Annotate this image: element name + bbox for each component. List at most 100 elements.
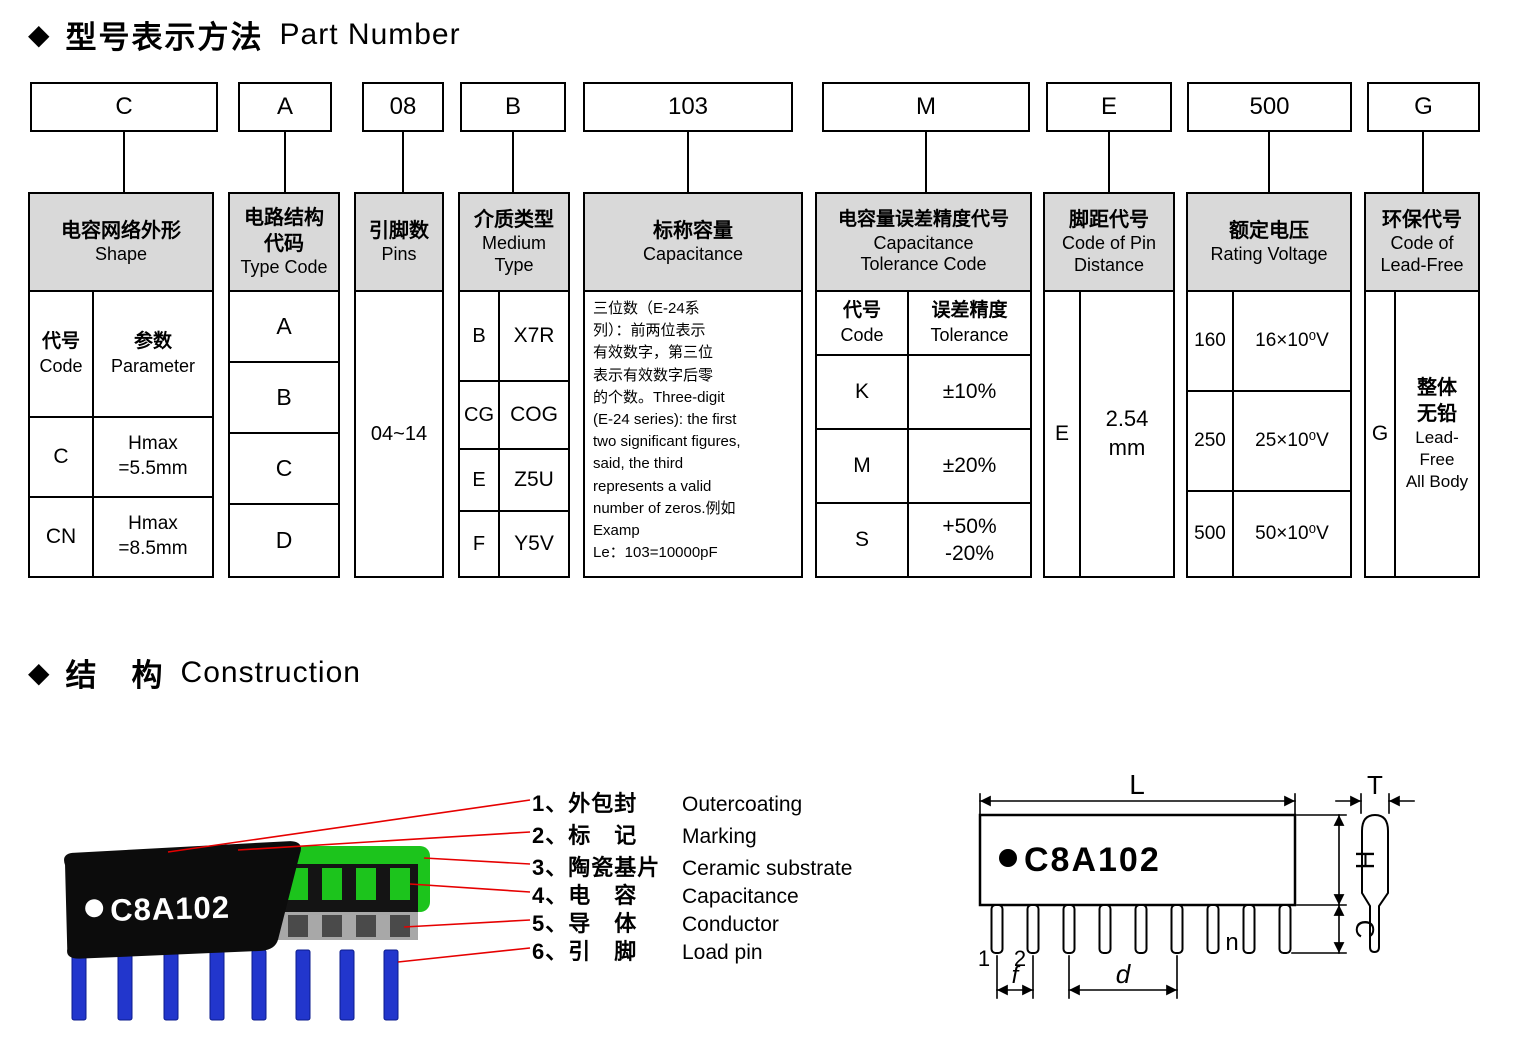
connector-line bbox=[284, 130, 286, 192]
marking-text: C8A102 bbox=[110, 890, 231, 928]
construction-diagram: C8A102 C8A102 bbox=[64, 769, 1415, 1021]
medium-code: E bbox=[460, 450, 500, 512]
shape-header-en: Shape bbox=[94, 244, 148, 265]
dim-label-d: d bbox=[1116, 959, 1132, 989]
shape-col-code-en: Code bbox=[39, 355, 83, 376]
type-code-header-cn: 电路结构 代码 bbox=[244, 207, 324, 256]
label-number: 2、 bbox=[532, 823, 569, 848]
construction-label-conductor: 5、导 体 Conductor bbox=[532, 906, 779, 938]
dim-label-C: C bbox=[1350, 920, 1380, 939]
lead-free-header-cn: 环保代号 bbox=[1382, 209, 1462, 232]
capacitance-header-cn: 标称容量 bbox=[653, 220, 733, 243]
voltage-value: 50×10⁰V bbox=[1255, 522, 1329, 544]
code-box-capacitance: 103 bbox=[583, 82, 793, 132]
medium-header-cn: 介质类型 bbox=[474, 209, 554, 232]
label-en: Marking bbox=[682, 825, 757, 848]
connector-line bbox=[1108, 130, 1110, 192]
label-num-cn: 3、陶瓷基片 bbox=[532, 850, 682, 882]
shape-col-param-cn: 参数 bbox=[133, 330, 172, 352]
pin-number-2: 2 bbox=[1014, 946, 1026, 971]
label-cn: 导 体 bbox=[568, 911, 638, 936]
pin-side-profile bbox=[1361, 813, 1389, 954]
shape-col-param: 参数 Parameter bbox=[94, 292, 212, 418]
code-box-pitch: E bbox=[1046, 82, 1172, 132]
label-num-cn: 2、标 记 bbox=[532, 818, 682, 850]
voltage-code: 500 bbox=[1188, 492, 1234, 576]
voltage-header-en: Rating Voltage bbox=[1210, 244, 1328, 265]
lead-free-code: G bbox=[1366, 292, 1396, 576]
pin-distance-table-header: 脚距代号 Code of Pin Distance bbox=[1045, 194, 1173, 292]
shape-row-param: Hmax =8.5mm bbox=[118, 513, 188, 559]
pin-number-n: n bbox=[1225, 929, 1238, 956]
lead-free-header-en: Code of Lead-Free bbox=[1380, 233, 1464, 275]
voltage-code: 250 bbox=[1188, 392, 1234, 492]
code-box-type: A bbox=[238, 82, 332, 132]
dimension-body bbox=[978, 813, 1297, 907]
label-en: Conductor bbox=[682, 913, 779, 936]
dim-label-T: T bbox=[1367, 770, 1383, 800]
label-cn: 标 记 bbox=[568, 823, 638, 848]
medium-table: 介质类型 Medium Type B X7R CG COG E Z5U F Y5… bbox=[458, 192, 570, 578]
label-num-cn: 4、电 容 bbox=[532, 878, 682, 910]
code-box-voltage: 500 bbox=[1187, 82, 1352, 132]
type-code-row: D bbox=[275, 526, 293, 553]
dim-label-f: f bbox=[1012, 962, 1021, 989]
lead-free-table-header: 环保代号 Code of Lead-Free bbox=[1366, 194, 1478, 292]
voltage-header-cn: 额定电压 bbox=[1229, 220, 1309, 243]
connector-line bbox=[687, 130, 689, 192]
load-pins bbox=[71, 949, 399, 1021]
construction-section-title: ◆ 结 构 Construction bbox=[28, 650, 361, 695]
label-en: Load pin bbox=[682, 941, 763, 964]
diamond-bullet-icon: ◆ bbox=[28, 18, 50, 50]
code-box-tolerance: M bbox=[822, 82, 1030, 132]
tolerance-table-header: 电容量误差精度代号 Capacitance Tolerance Code bbox=[817, 194, 1030, 292]
tolerance-col-code-cn: 代号 bbox=[842, 299, 881, 321]
connector-line bbox=[1422, 130, 1424, 192]
medium-type: Z5U bbox=[500, 450, 568, 512]
conductor-elements bbox=[288, 915, 410, 937]
tolerance-code: S bbox=[817, 504, 909, 576]
tolerance-col-code-en: Code bbox=[840, 324, 884, 345]
medium-header-en: Medium Type bbox=[481, 233, 547, 275]
tolerance-col-code: 代号 Code bbox=[817, 292, 909, 356]
tolerance-value: +50% -20% bbox=[942, 514, 997, 565]
connector-line bbox=[402, 130, 404, 192]
pin-distance-code: E bbox=[1045, 292, 1081, 576]
voltage-table: 额定电压 Rating Voltage 160 16×10⁰V 250 25×1… bbox=[1186, 192, 1352, 578]
label-number: 6、 bbox=[532, 939, 569, 964]
voltage-value: 16×10⁰V bbox=[1234, 292, 1350, 392]
shape-col-code-cn: 代号 bbox=[41, 330, 80, 352]
construction-label-ceramic: 3、陶瓷基片 Ceramic substrate bbox=[532, 850, 852, 882]
label-cn: 电 容 bbox=[568, 883, 638, 908]
medium-type: Y5V bbox=[514, 532, 554, 556]
code-box-medium: B bbox=[460, 82, 566, 132]
capacitance-description: 三位数（E-24系 列）：前两位表示 有效数字，第三位 表示有效数字后零 的个数… bbox=[593, 300, 741, 562]
shape-table-header: 电容网络外形 Shape bbox=[30, 194, 212, 292]
pin-number-1: 1 bbox=[978, 946, 990, 971]
dimension-pin1-dot bbox=[999, 849, 1017, 867]
voltage-code: 160 bbox=[1188, 292, 1234, 392]
connector-line bbox=[123, 130, 125, 192]
connector-line bbox=[512, 130, 514, 192]
capacitance-table-header: 标称容量 Capacitance bbox=[585, 194, 801, 292]
label-cn: 引 脚 bbox=[568, 939, 638, 964]
dim-label-L: L bbox=[1129, 769, 1145, 800]
pin1-indicator-dot bbox=[85, 899, 104, 918]
label-num-cn: 1、外包封 bbox=[532, 786, 682, 818]
label-number: 3、 bbox=[532, 855, 569, 880]
tolerance-col-tol-cn: 误差精度 bbox=[931, 299, 1008, 321]
label-cn: 外包封 bbox=[568, 791, 638, 816]
connector-line bbox=[1268, 130, 1270, 192]
pins-header-cn: 引脚数 bbox=[369, 220, 429, 243]
connector-line bbox=[925, 130, 927, 192]
type-code-header-en: Type Code bbox=[240, 257, 328, 278]
lead-free-value-cn: 整体 无铅 bbox=[1417, 376, 1457, 425]
construction-label-loadpin: 6、引 脚 Load pin bbox=[532, 934, 763, 966]
label-number: 1、 bbox=[532, 791, 569, 816]
dimension-pins bbox=[990, 904, 1292, 954]
capacitance-table: 标称容量 Capacitance 三位数（E-24系 列）：前两位表示 有效数字… bbox=[583, 192, 803, 578]
tolerance-header-en: Capacitance Tolerance Code bbox=[860, 232, 987, 275]
leader-lines bbox=[167, 799, 531, 963]
medium-code: B bbox=[460, 292, 500, 382]
shape-row-param: Hmax =5.5mm bbox=[94, 418, 212, 498]
